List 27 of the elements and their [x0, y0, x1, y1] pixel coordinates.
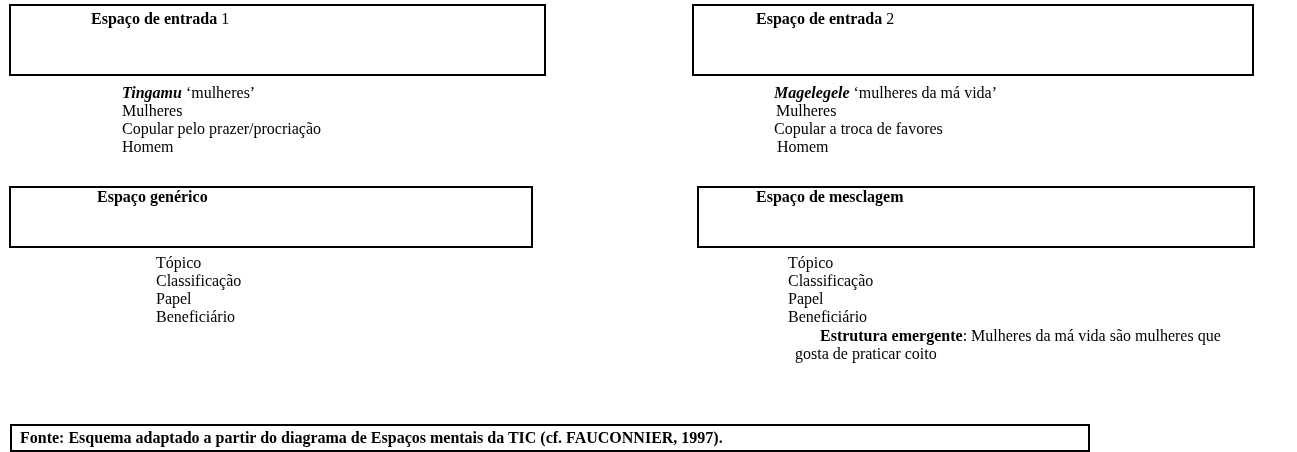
- list-item: Beneficiário: [156, 308, 236, 326]
- space-box: [9, 186, 533, 248]
- list-item: Homem: [777, 138, 829, 156]
- list-item: Classificação: [788, 272, 874, 290]
- list-item: Mulheres: [776, 102, 837, 120]
- list-item: Copular pelo prazer/procriação: [122, 120, 321, 138]
- list-item: Copular a troca de favores: [774, 120, 943, 138]
- box-heading: Espaço de entrada 1: [91, 10, 230, 28]
- list-item: Tingamu ‘mulheres’: [122, 84, 256, 102]
- note-text: Estrutura emergente: Mulheres da má vida são mulheres que gosta de praticar coito: [795, 327, 1222, 363]
- space-box: [692, 4, 1254, 76]
- box-heading: Espaço de mesclagem: [756, 188, 904, 206]
- box-heading: Espaço genérico: [97, 188, 208, 206]
- source-box: [10, 424, 1090, 452]
- list-item: Papel: [156, 290, 192, 308]
- list-item: Homem: [122, 138, 174, 156]
- list-item: Magelegele ‘mulheres da má vida’: [774, 84, 998, 102]
- list-item: Papel: [788, 290, 824, 308]
- space-box: [9, 4, 546, 76]
- box-heading: Espaço de entrada 2: [756, 10, 895, 28]
- list-item: Classificação: [156, 272, 242, 290]
- list-item: Tópico: [156, 254, 202, 272]
- box-heading: Fonte: Esquema adaptado a partir do diagrama de Espaços mentais da TIC (cf. FAUCONNIER, 1997).: [20, 429, 723, 447]
- list-item: Mulheres: [122, 102, 183, 120]
- list-item: Beneficiário: [788, 308, 868, 326]
- list-item: Tópico: [788, 254, 834, 272]
- space-box: [697, 186, 1255, 248]
